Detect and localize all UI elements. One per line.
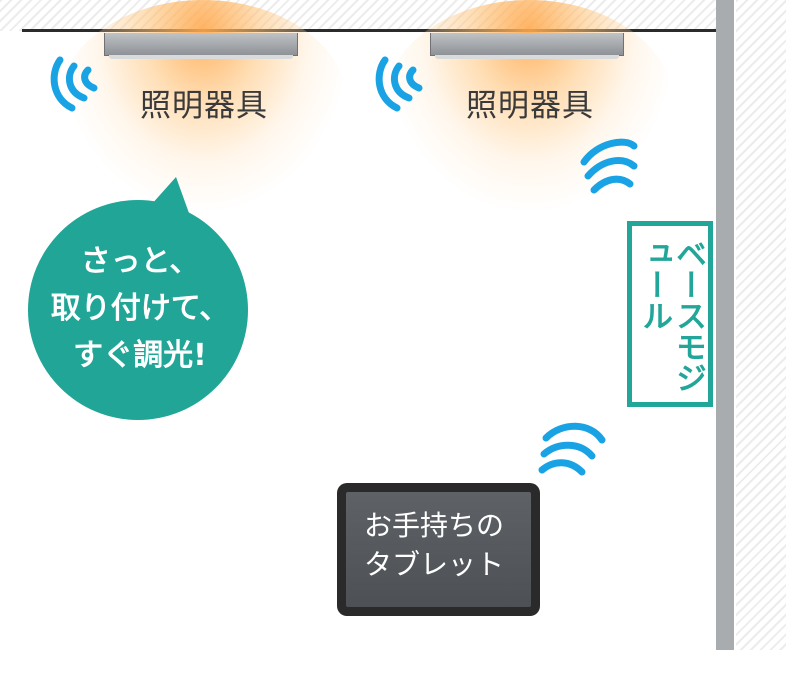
wireless-signal-icon (50, 56, 98, 112)
fixture-label-1: 照明器具 (140, 88, 268, 124)
wall (736, 0, 786, 650)
tablet-screen: お手持ちの タブレット (346, 492, 531, 607)
speech-bubble-text: さっと、 取り付けて、 すぐ調光! (16, 238, 264, 379)
tablet-label-line: お手持ちの (364, 509, 505, 542)
light-fixture-1 (104, 33, 298, 59)
speech-bubble (28, 177, 248, 420)
tablet: お手持ちの タブレット (337, 483, 540, 616)
ceiling-line (22, 29, 716, 32)
wireless-signal-icon (375, 56, 423, 112)
tablet-label-line: タブレット (364, 548, 505, 581)
wall-surface (716, 0, 734, 650)
light-fixture-2 (430, 33, 624, 59)
wireless-signal-icon (580, 138, 638, 194)
wireless-signal-icon (538, 422, 606, 476)
speech-bubble-line: 取り付けて、 (50, 291, 230, 326)
speech-bubble-line: すぐ調光! (73, 338, 207, 373)
speech-bubble-line: さっと、 (80, 244, 200, 279)
fixture-label-2: 照明器具 (466, 88, 594, 124)
base-module-label: ベースモジュール (636, 238, 706, 393)
base-module: ベースモジュール (627, 221, 713, 407)
